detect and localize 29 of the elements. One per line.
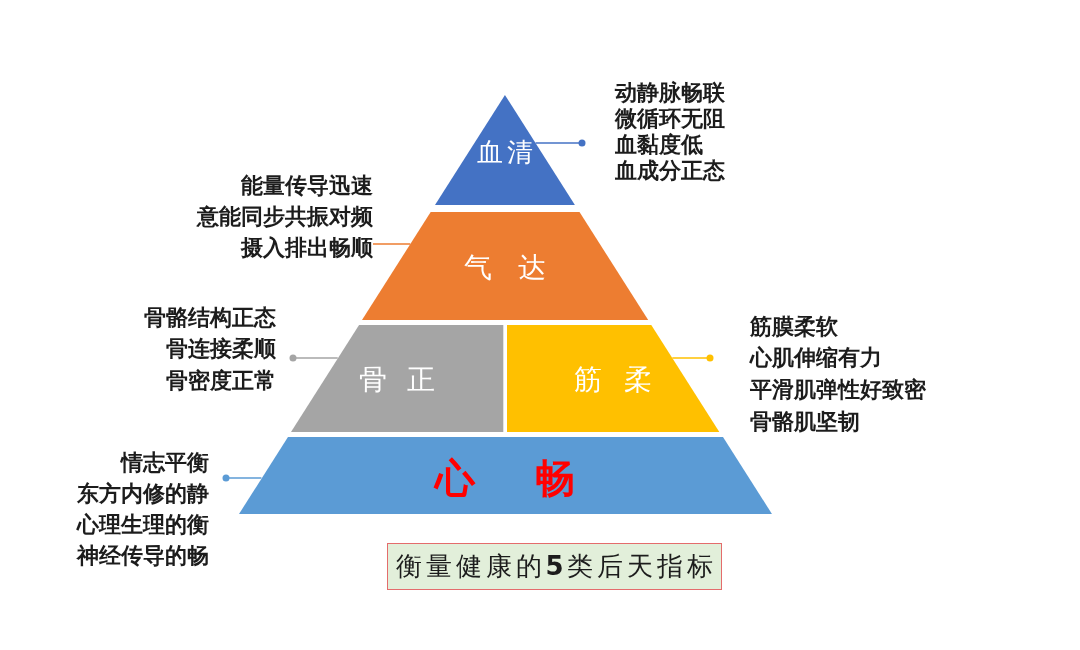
- indicator-text: 血成分正态: [615, 158, 725, 182]
- indicator-text: 动静脉畅联: [615, 80, 725, 104]
- indicator-text: 血黏度低: [615, 132, 703, 156]
- indicator-text: 心肌伸缩有力: [750, 346, 882, 370]
- tier-label: 血清: [477, 138, 533, 168]
- tier-label: 骨正: [359, 363, 435, 397]
- indicator-text: 意能同步共振对频: [197, 204, 373, 228]
- indicator-text: 筋膜柔软: [750, 314, 838, 338]
- indicator-text: 心理生理的衡: [77, 512, 209, 536]
- indicator-text: 骨骼结构正态: [144, 305, 276, 329]
- leader-line: [289, 354, 339, 362]
- indicator-text: 骨骼肌坚韧: [750, 409, 860, 433]
- leader-line: [671, 354, 714, 362]
- indicator-text: 平滑肌弹性好致密: [750, 377, 926, 401]
- leader-line: [534, 139, 586, 147]
- caption-box: [387, 543, 722, 590]
- indicator-text: 骨密度正常: [166, 368, 276, 392]
- indicator-text: 神经传导的畅: [77, 543, 209, 567]
- tier-label: 心畅: [435, 455, 575, 501]
- indicator-text: 摄入排出畅顺: [241, 235, 373, 259]
- tier-label: 气达: [464, 251, 546, 285]
- indicator-text: 情志平衡: [121, 450, 209, 474]
- tier-label: 筋柔: [574, 363, 652, 397]
- indicator-text: 骨连接柔顺: [166, 337, 276, 360]
- indicator-text: 东方内修的静: [77, 481, 209, 505]
- indicator-text: 微循环无阻: [615, 106, 725, 130]
- leader-line: [222, 474, 263, 482]
- indicator-text: 能量传导迅速: [241, 173, 373, 197]
- leader-line: [372, 243, 411, 245]
